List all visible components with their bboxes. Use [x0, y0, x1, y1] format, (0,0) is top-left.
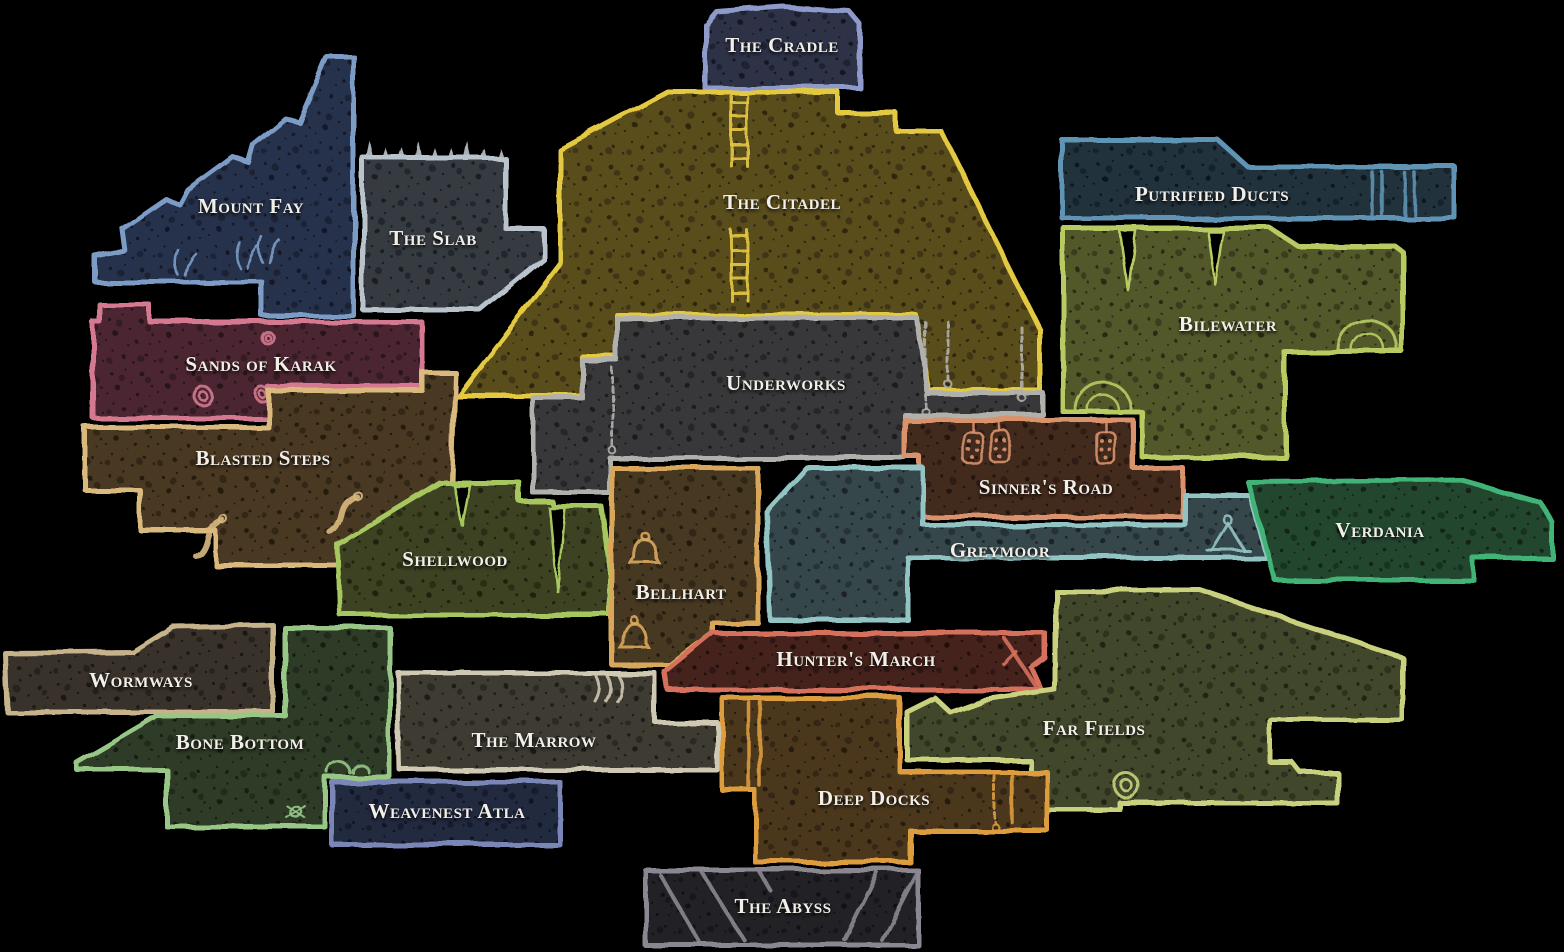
- region-slab: [360, 141, 546, 313]
- region-hunters-march: [662, 630, 1048, 693]
- region-verdania: [1245, 477, 1555, 583]
- region-weavenest-atla: [329, 779, 563, 848]
- region-abyss: [642, 867, 921, 948]
- region-sinners-road: [902, 417, 1186, 520]
- region-underworks: [530, 315, 1046, 496]
- region-wormways: [2, 622, 276, 715]
- region-bellhart: [609, 465, 761, 668]
- region-putrified-ducts: [1059, 137, 1458, 221]
- region-bone-bottom: [74, 625, 393, 830]
- region-bilewater: [1060, 225, 1406, 460]
- region-shellwood: [335, 480, 613, 618]
- region-marrow: [395, 670, 720, 773]
- region-deep-docks: [719, 695, 1050, 865]
- region-mount-fay: [92, 54, 357, 319]
- region-greymoor: [764, 465, 1270, 623]
- region-sands-of-karak: [90, 302, 425, 421]
- region-far-fields: [904, 587, 1405, 813]
- region-cradle: [702, 3, 863, 91]
